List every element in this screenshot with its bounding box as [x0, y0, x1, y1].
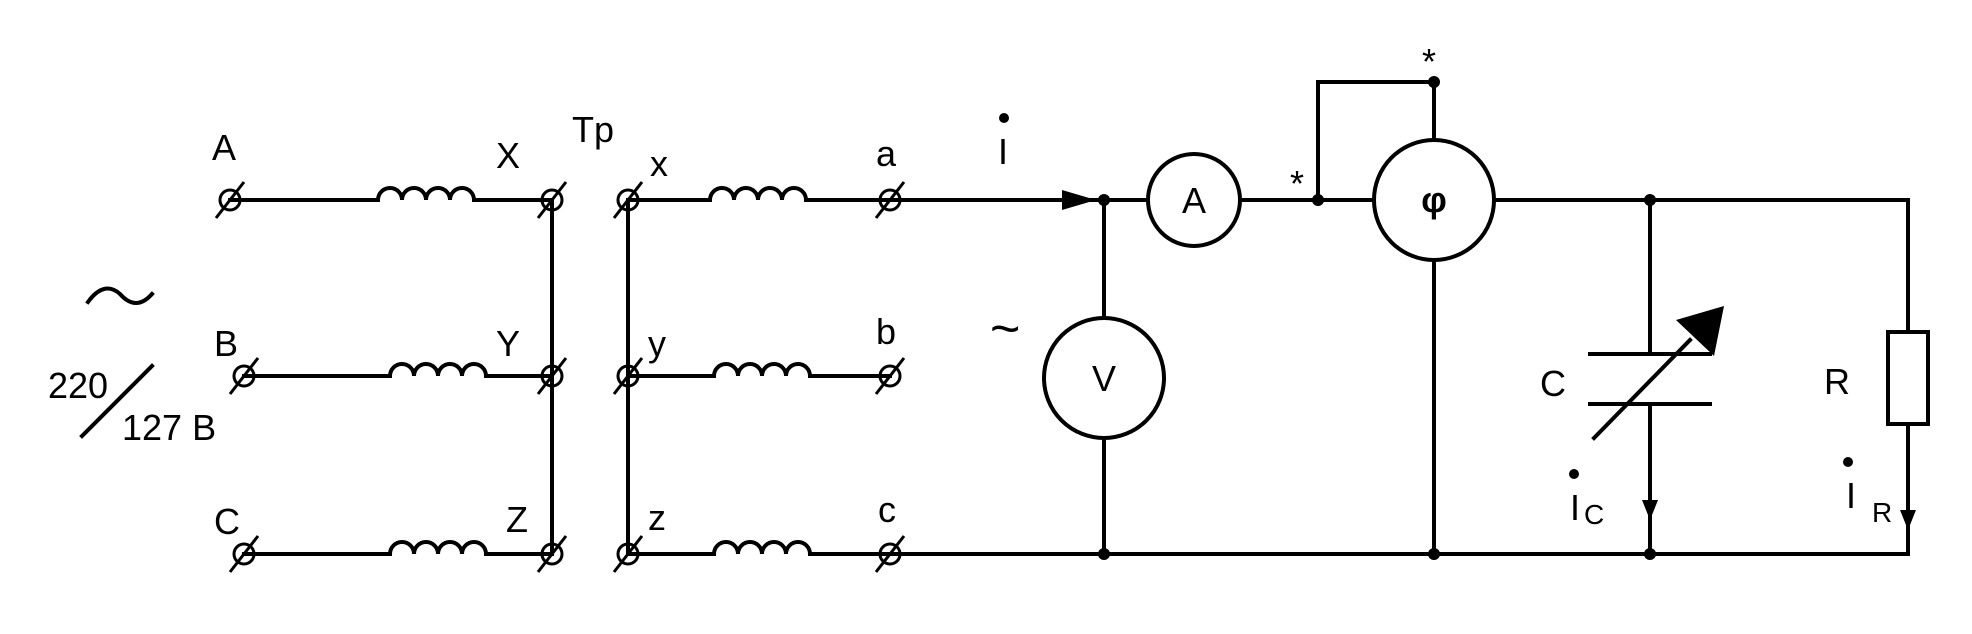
label-current-capacitor: I [1570, 487, 1580, 528]
label-secondary-start-z: z [648, 497, 666, 538]
voltmeter-ac-symbol: ~ [990, 300, 1020, 358]
junction-dot [1312, 194, 1324, 206]
primary-coil-b [387, 362, 489, 379]
label-current-resistor: I [1846, 475, 1856, 516]
terminal-x-secondary [612, 181, 644, 219]
terminal-x-primary-end [536, 181, 568, 219]
phasor-dot [999, 113, 1009, 123]
resistor-current-arrow [1900, 510, 1916, 530]
voltage-ratio-slash [79, 363, 155, 439]
phasor-dot [1569, 469, 1579, 479]
terminal-y-primary-end [536, 357, 568, 395]
label-primary-end-y: Y [496, 323, 520, 364]
secondary-coil-b [711, 362, 813, 379]
terminal-z-secondary [612, 535, 644, 573]
label-secondary-start-y: y [648, 323, 666, 364]
primary-coil-c [387, 540, 489, 557]
label-output-c: c [878, 489, 896, 530]
secondary-coil-a [707, 186, 809, 203]
secondary-coil-c [711, 540, 813, 557]
capacitor-current-arrow [1642, 500, 1658, 520]
label-phase-a-input: A [212, 127, 236, 168]
phase-meter-label: φ [1421, 179, 1447, 220]
source-voltage-bottom: 127 B [122, 407, 216, 448]
ac-source-symbol [85, 286, 155, 305]
label-phase-b-input: B [214, 323, 238, 364]
label-secondary-start-x: x [650, 143, 668, 184]
primary-coil-a [375, 186, 477, 203]
junction-dot [1428, 76, 1440, 88]
terminal-a-output [874, 181, 906, 219]
resistor-body [1886, 330, 1930, 426]
ammeter [1146, 152, 1242, 248]
transformer-label: Tp [572, 109, 614, 150]
voltmeter [1042, 316, 1166, 440]
capacitor-variable-arrow-shaft [1591, 337, 1693, 441]
terminal-a-primary [214, 181, 246, 219]
terminal-b-output [874, 357, 906, 395]
junction-dot [1644, 548, 1656, 560]
polarity-mark-ammeter-side: * [1290, 163, 1304, 204]
voltmeter-label: V [1092, 358, 1116, 399]
label-primary-end-z: Z [506, 499, 528, 540]
junction-dot [1428, 548, 1440, 560]
label-capacitor: C [1540, 363, 1566, 404]
source-voltage-top: 220 [48, 365, 108, 406]
ammeter-label: A [1182, 180, 1206, 221]
label-output-a: a [876, 133, 897, 174]
label-current-resistor-sub: R [1872, 497, 1892, 528]
polarity-mark-top: * [1422, 41, 1436, 82]
label-current-capacitor-sub: C [1584, 499, 1604, 530]
terminal-c-primary [228, 535, 260, 573]
phase-meter [1372, 138, 1496, 262]
phasor-dot [1843, 457, 1853, 467]
terminal-b-primary [228, 357, 260, 395]
label-primary-end-x: X [496, 135, 520, 176]
label-output-b: b [876, 311, 896, 352]
label-resistor: R [1824, 361, 1850, 402]
label-current-main: I [998, 131, 1008, 172]
junction-dot [1644, 194, 1656, 206]
capacitor-variable-arrow-head [1676, 306, 1724, 356]
label-phase-c-input: C [214, 501, 240, 542]
junction-dot [1098, 194, 1110, 206]
terminal-y-secondary [612, 357, 644, 395]
terminal-c-output [874, 535, 906, 573]
junction-dot [1098, 548, 1110, 560]
terminal-z-primary-end [536, 535, 568, 573]
current-arrow [1062, 190, 1096, 210]
